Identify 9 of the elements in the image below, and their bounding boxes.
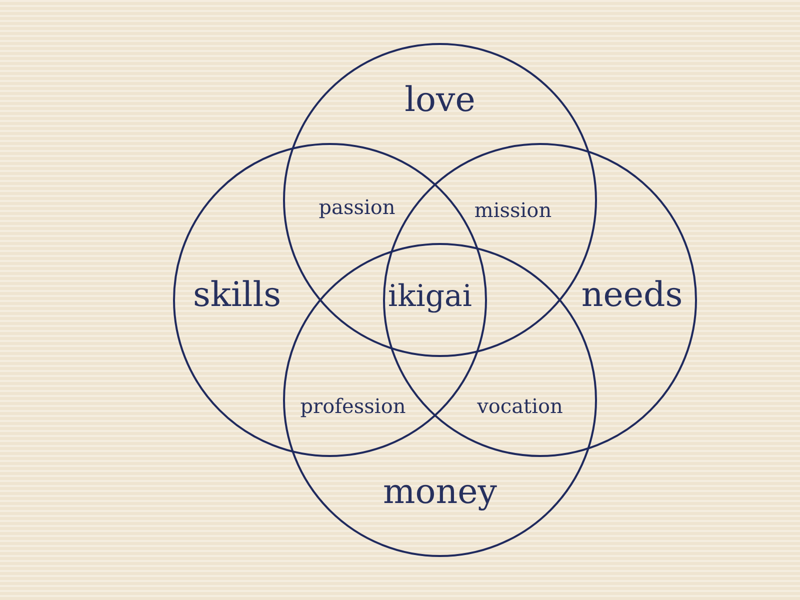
overlap-label: passion <box>318 197 396 217</box>
circle-label: money <box>383 475 497 509</box>
overlap-label: vocation <box>477 396 563 416</box>
overlap-label: profession <box>300 396 406 416</box>
center-label: ikigai <box>388 282 472 312</box>
overlap-label: mission <box>474 200 552 220</box>
circle-label: skills <box>192 278 282 312</box>
circle-label: love <box>404 83 476 117</box>
circle-label: needs <box>581 278 683 312</box>
